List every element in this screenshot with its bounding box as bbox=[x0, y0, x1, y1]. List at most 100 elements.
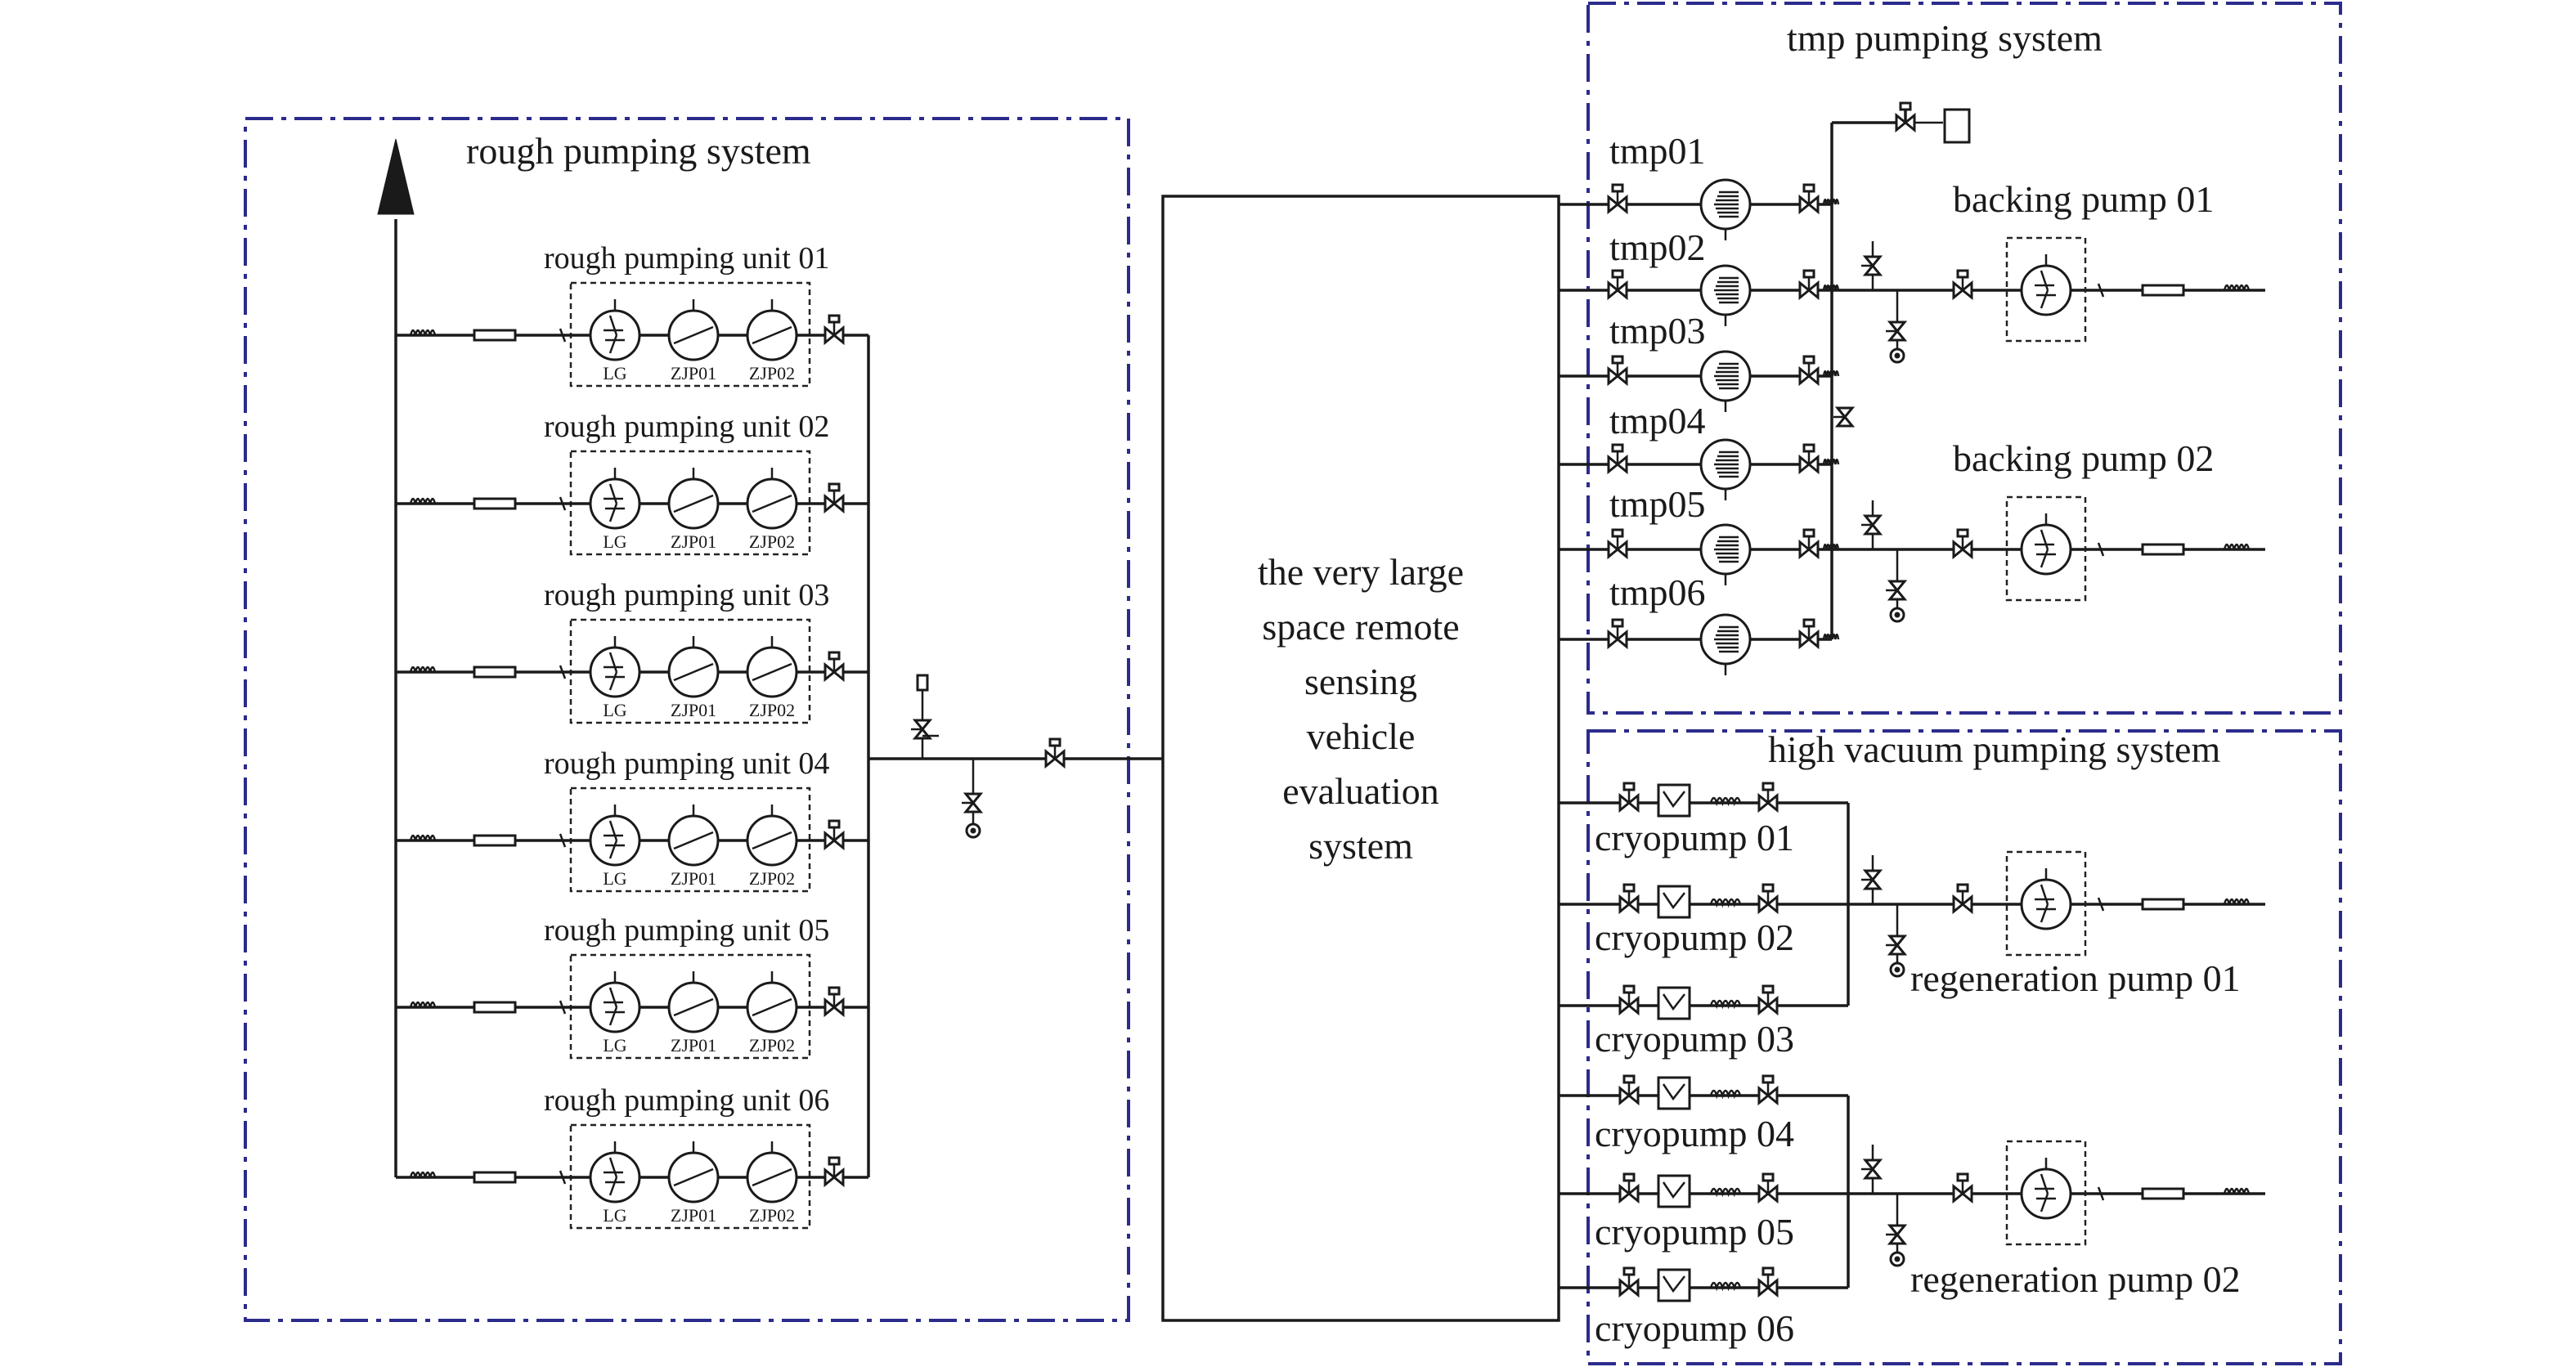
tmp-inlet-valve-icon bbox=[1607, 183, 1628, 215]
backing-vent-valve-icon bbox=[1861, 255, 1883, 276]
pump-rotor bbox=[2040, 270, 2049, 291]
rough-unit-label: rough pumping unit 04 bbox=[544, 746, 829, 781]
valve-actuator bbox=[1761, 1074, 1775, 1084]
turbo-pump-icon bbox=[1699, 350, 1752, 412]
regen-gauge-icon bbox=[1889, 1251, 1905, 1267]
pump-icon-lg bbox=[589, 971, 641, 1033]
regeneration-pump-icon bbox=[2020, 1158, 2072, 1220]
backing-valve-icon bbox=[1952, 528, 1973, 560]
regeneration-pump-box bbox=[2005, 850, 2087, 957]
pump-rotor bbox=[608, 483, 618, 504]
tmp-vent-valve-icon bbox=[1895, 101, 1916, 133]
valve-actuator bbox=[828, 1156, 841, 1166]
valve-actuator bbox=[1802, 528, 1815, 538]
cryo-pump-icon bbox=[1657, 1076, 1691, 1110]
cryo-branch-4: cryopump 04 bbox=[1559, 1074, 1848, 1154]
pump-label-zjp02: ZJP02 bbox=[749, 363, 795, 383]
regeneration-pump-box bbox=[2005, 1140, 2087, 1246]
pump-label-lg: LG bbox=[603, 363, 626, 383]
pump-rotor bbox=[608, 315, 618, 336]
backing-pump-2: backing pump 02 bbox=[1832, 437, 2265, 623]
tmp-branch-1: tmp01 bbox=[1559, 130, 1840, 240]
bellows-icon bbox=[2223, 1187, 2251, 1194]
pump-casing bbox=[2020, 264, 2072, 316]
pump-label-zjp01: ZJP01 bbox=[671, 363, 716, 383]
bellows-coil bbox=[1709, 999, 1742, 1010]
cryo-inlet-valve-icon bbox=[1618, 1172, 1640, 1204]
pump-rotor bbox=[608, 503, 618, 522]
valve-actuator bbox=[1611, 183, 1624, 193]
tmp-foreline-valve-icon bbox=[1798, 443, 1820, 475]
cryo-pump-glyph bbox=[1662, 1083, 1685, 1101]
bellows-coil bbox=[409, 329, 437, 336]
bellows-coil bbox=[409, 1171, 437, 1178]
gauge-valve-icon bbox=[962, 792, 984, 813]
valve-actuator bbox=[828, 986, 841, 996]
backing-pump-box bbox=[2005, 236, 2087, 343]
pump-casing bbox=[589, 646, 641, 698]
valve-actuator bbox=[1802, 183, 1815, 193]
valve-actuator bbox=[1761, 782, 1775, 791]
valve-actuator bbox=[1761, 1266, 1775, 1276]
pump-icon-lg bbox=[589, 299, 641, 361]
pump-casing bbox=[589, 477, 641, 530]
tmp-system-title: tmp pumping system bbox=[1787, 17, 2103, 59]
pump-rotor bbox=[752, 662, 792, 682]
valve-actuator bbox=[1622, 984, 1636, 994]
pump-rotor bbox=[608, 1157, 618, 1178]
rough-unit-label: rough pumping unit 06 bbox=[544, 1083, 829, 1118]
bellows-icon bbox=[409, 666, 437, 673]
pump-icon-zjp02 bbox=[746, 636, 798, 698]
regen-vent-valve-icon bbox=[1861, 869, 1883, 890]
regen-valve-icon bbox=[1952, 883, 1973, 915]
cryo-inlet-valve-icon bbox=[1618, 1074, 1640, 1106]
vent-valve-icon bbox=[911, 719, 933, 740]
valve-actuator bbox=[1622, 1172, 1636, 1182]
pump-rotor bbox=[673, 662, 714, 682]
bellows-coil bbox=[409, 497, 437, 504]
tmp-label-4: tmp04 bbox=[1609, 400, 1706, 441]
bellows-icon bbox=[2223, 898, 2251, 905]
valve-actuator bbox=[1048, 737, 1061, 747]
tmp-label-6: tmp06 bbox=[1609, 571, 1706, 613]
backing-pump-icon bbox=[2020, 513, 2072, 576]
valve-actuator bbox=[828, 314, 841, 324]
regen-gauge-valve-icon bbox=[1886, 1224, 1908, 1245]
pump-label-zjp02: ZJP02 bbox=[749, 1035, 795, 1056]
tmp-vent-filter-icon bbox=[1943, 108, 1971, 144]
valve-actuator bbox=[1611, 528, 1624, 538]
tmp-branch-4: tmp04 bbox=[1559, 400, 1840, 500]
pump-label-zjp01: ZJP01 bbox=[671, 531, 716, 552]
pump-rotor bbox=[608, 1177, 618, 1196]
bellows-coil bbox=[2223, 898, 2251, 905]
valve-actuator bbox=[1611, 269, 1624, 279]
pump-icon-lg bbox=[589, 636, 641, 698]
tmp-label-3: tmp03 bbox=[1609, 310, 1706, 352]
bellows-icon bbox=[2223, 284, 2251, 291]
valve-actuator bbox=[1761, 984, 1775, 994]
pump-label-zjp02: ZJP02 bbox=[749, 868, 795, 889]
bellows-coil bbox=[1709, 1089, 1742, 1100]
tmp-inlet-valve-icon bbox=[1607, 269, 1628, 301]
pump-rotor bbox=[2040, 1173, 2049, 1194]
pump-label-zjp02: ZJP02 bbox=[749, 531, 795, 552]
cryo-branch-6: cryopump 06 bbox=[1559, 1266, 1848, 1349]
turbo-pump-icon bbox=[1699, 178, 1752, 240]
tmp-foreline-valve-icon bbox=[1798, 618, 1820, 650]
valve-actuator bbox=[828, 651, 841, 661]
gauge-center bbox=[970, 827, 976, 834]
cryo-pump-glyph bbox=[1662, 1181, 1685, 1199]
valve-actuator bbox=[1956, 1172, 1969, 1182]
cryo-outlet-valve-icon bbox=[1757, 1266, 1779, 1298]
valve-actuator bbox=[1802, 355, 1815, 365]
pump-label-lg: LG bbox=[603, 868, 626, 889]
turbo-pump-icon bbox=[1699, 613, 1752, 675]
bellows-coil bbox=[2223, 1187, 2251, 1194]
cryo-branch-5: cryopump 05 bbox=[1559, 1172, 1848, 1253]
cryo-label-4: cryopump 04 bbox=[1595, 1113, 1794, 1154]
unit-valve-icon bbox=[824, 1156, 845, 1188]
valve-actuator bbox=[1622, 883, 1636, 893]
tmp-foreline-valve-icon bbox=[1798, 269, 1820, 301]
pump-label-lg: LG bbox=[603, 1035, 626, 1056]
